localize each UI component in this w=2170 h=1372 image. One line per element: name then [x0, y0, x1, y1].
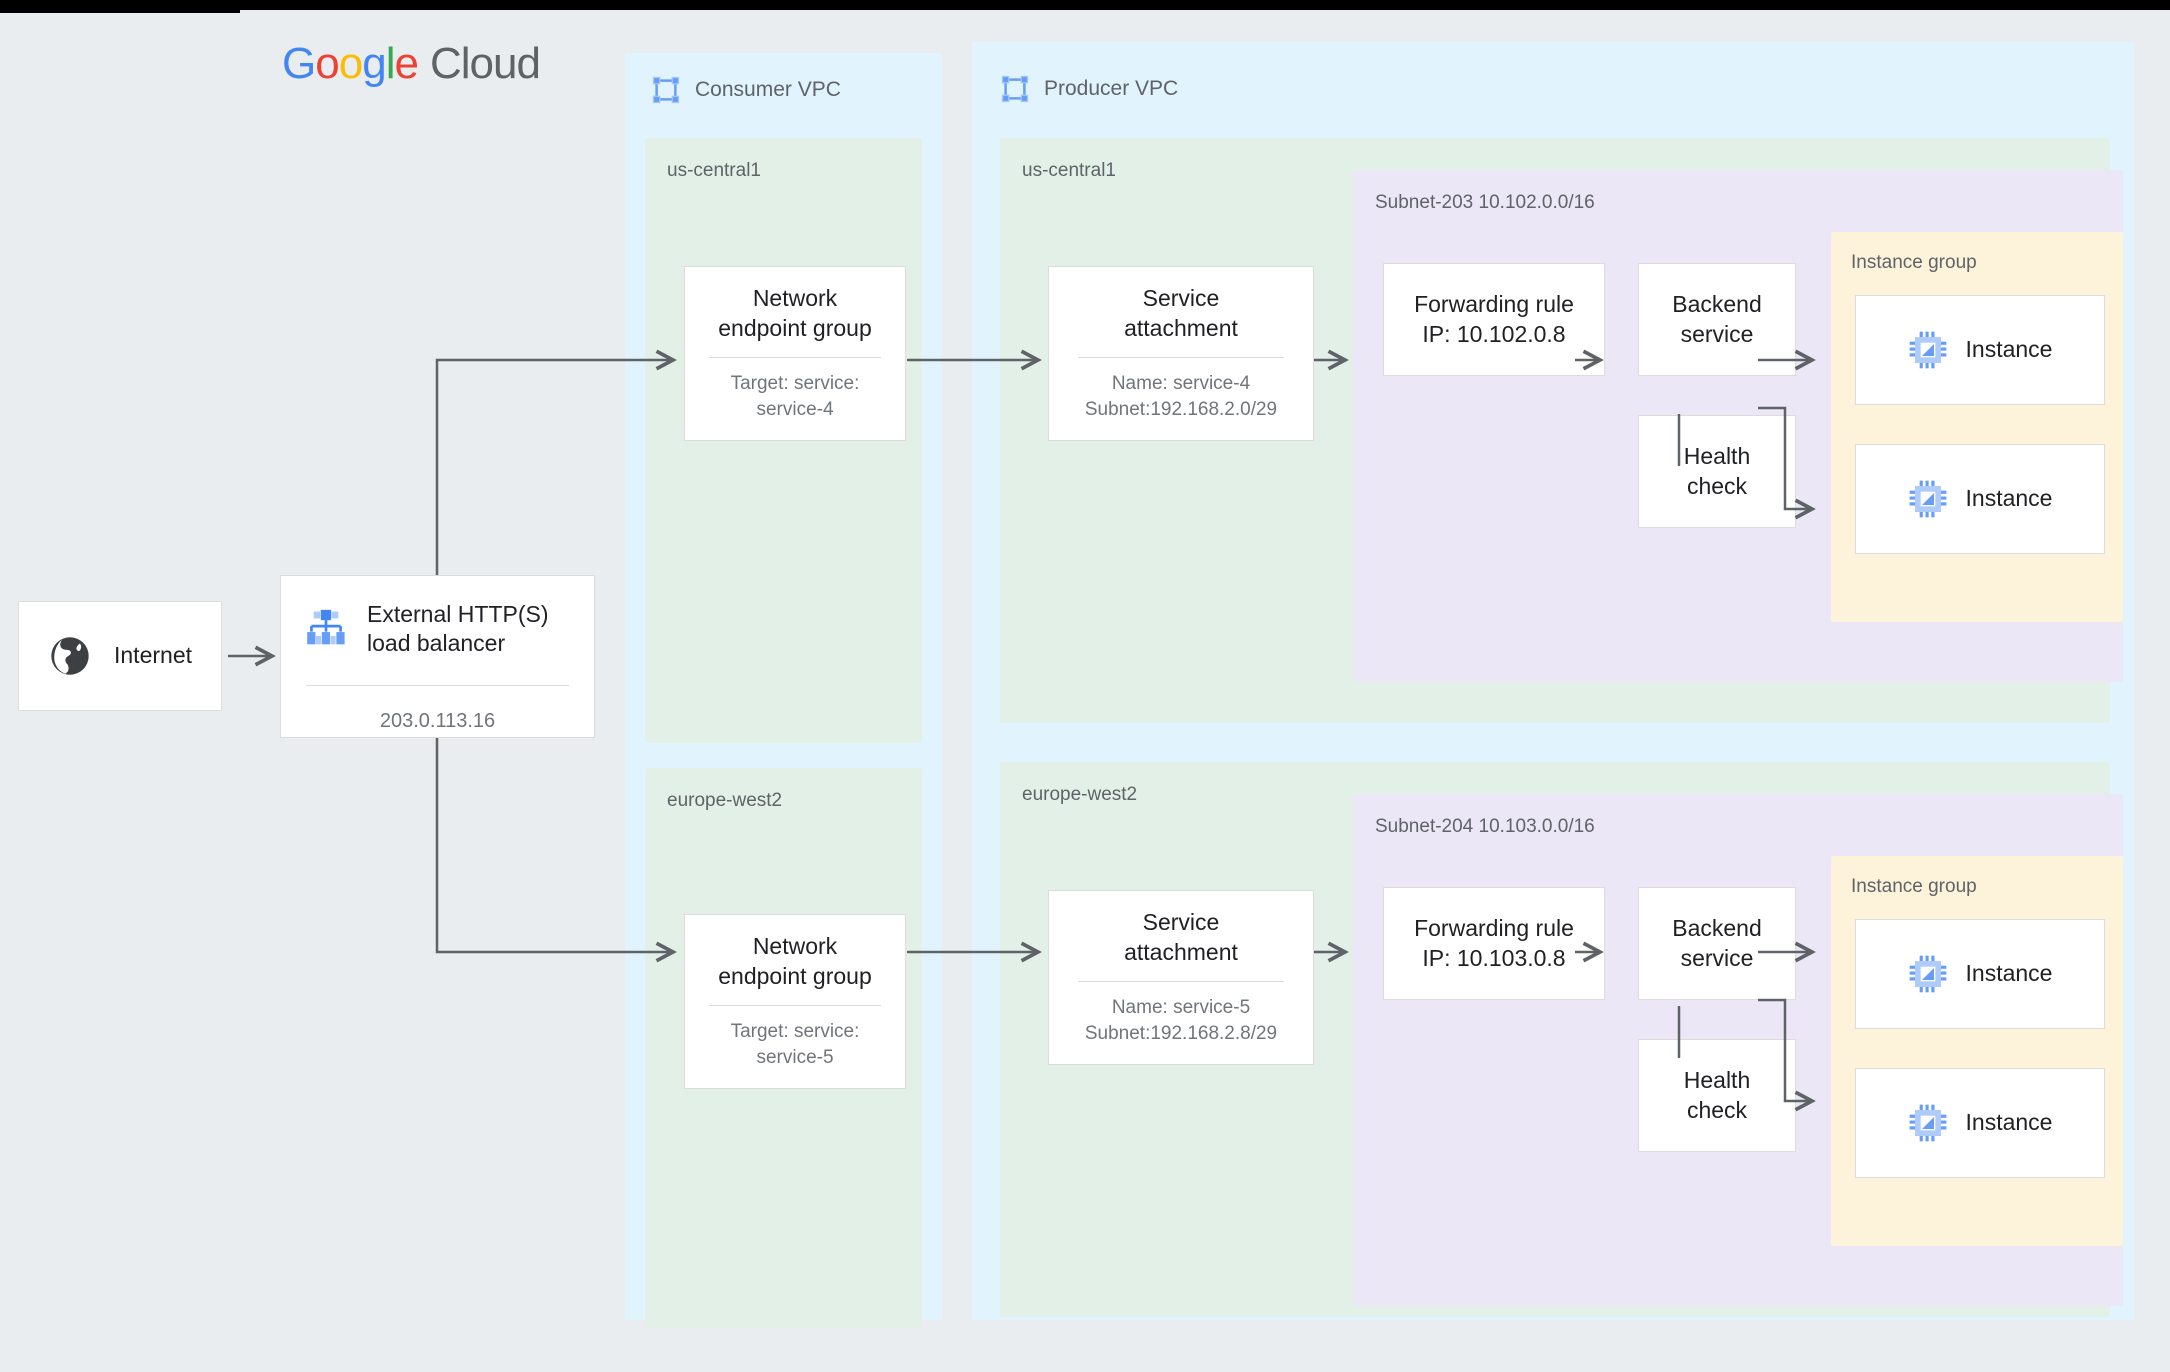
vpc-icon — [1001, 75, 1029, 103]
health-check-title-1: Health check — [1683, 1066, 1751, 1123]
consumer-vpc-title: Consumer VPC — [695, 78, 841, 101]
consumer-region-us-central1: us-central1 Network endpoint group Targe… — [645, 138, 922, 743]
internet-label: Internet — [114, 642, 192, 669]
neg-divider-1 — [709, 1005, 881, 1007]
forwarding-rule-title-1: Forwarding rule IP: 10.103.0.8 — [1414, 914, 1574, 971]
subnet-203-label: Subnet-203 10.102.0.0/16 — [1375, 192, 1595, 213]
service-attachment-title-0: Service attachment — [1124, 285, 1238, 342]
logo-letter-g: G — [282, 39, 316, 88]
instance-0-1[interactable]: Instance — [1855, 444, 2105, 554]
neg-title-1: Network endpoint group — [718, 933, 872, 990]
logo-letter-o2: o — [338, 39, 364, 88]
neg-subtitle-1: Target: service: service-5 — [730, 1021, 860, 1068]
consumer-region-label-1: europe-west2 — [667, 790, 783, 811]
consumer-region-label-0: us-central1 — [667, 160, 761, 181]
top-black-bar — [0, 0, 2170, 10]
lb-title: External HTTP(S) load balancer — [367, 601, 549, 657]
instance-group-subnet-203: Instance group Instance — [1831, 232, 2123, 622]
instance-label-1-0: Instance — [1965, 960, 2053, 987]
producer-region-label-0: us-central1 — [1022, 160, 1116, 181]
instance-label-0-1: Instance — [1965, 485, 2053, 512]
producer-region-europe-west2: europe-west2 Service attachment Name: se… — [1000, 762, 2123, 1317]
health-check-title-0: Health check — [1683, 442, 1751, 499]
instance-group-label-0: Instance group — [1851, 252, 1977, 273]
instance-chip-icon — [1909, 331, 1946, 369]
top-black-bar-left — [0, 0, 240, 13]
backend-service-title-0: Backend service — [1672, 290, 1762, 347]
vpc-icon — [652, 76, 680, 104]
neg-divider-0 — [709, 357, 881, 359]
instance-label-0-0: Instance — [1965, 336, 2053, 363]
instance-0-0[interactable]: Instance — [1855, 295, 2105, 405]
neg-title-0: Network endpoint group — [718, 285, 872, 342]
instance-chip-icon — [1909, 955, 1946, 993]
producer-vpc-header: Producer VPC — [1000, 74, 1178, 104]
health-check-subnet-204[interactable]: Health check — [1638, 1039, 1796, 1152]
network-endpoint-group-us-central1[interactable]: Network endpoint group Target: service: … — [684, 266, 906, 441]
instance-1-1[interactable]: Instance — [1855, 1068, 2105, 1178]
neg-subtitle-0: Target: service: service-4 — [730, 373, 860, 420]
load-balancer-icon — [307, 610, 345, 645]
forwarding-rule-title-0: Forwarding rule IP: 10.102.0.8 — [1414, 290, 1574, 347]
service-attachment-subtitle-0: Name: service-4 Subnet:192.168.2.0/29 — [1084, 373, 1278, 420]
external-http-load-balancer[interactable]: External HTTP(S) load balancer 203.0.113… — [280, 575, 595, 738]
logo-letter-g2: g — [362, 39, 387, 88]
producer-vpc-title: Producer VPC — [1044, 77, 1179, 100]
forwarding-rule-subnet-204[interactable]: Forwarding rule IP: 10.103.0.8 — [1383, 887, 1605, 1000]
lb-ip-address: 203.0.113.16 — [379, 709, 496, 732]
instance-label-1-1: Instance — [1965, 1109, 2053, 1136]
service-attachment-europe-west2[interactable]: Service attachment Name: service-5 Subne… — [1048, 890, 1314, 1065]
forwarding-rule-subnet-203[interactable]: Forwarding rule IP: 10.102.0.8 — [1383, 263, 1605, 376]
instance-group-subnet-204: Instance group Instance — [1831, 856, 2123, 1246]
logo-letter-l: l — [385, 39, 396, 88]
subnet-204-container: Subnet-204 10.103.0.0/16 Forwarding rule… — [1353, 794, 2123, 1306]
service-attachment-subtitle-1: Name: service-5 Subnet:192.168.2.8/29 — [1084, 997, 1278, 1044]
backend-service-subnet-204[interactable]: Backend service — [1638, 887, 1796, 1000]
producer-region-label-1: europe-west2 — [1022, 784, 1138, 805]
producer-region-us-central1: us-central1 Service attachment Name: ser… — [1000, 138, 2123, 723]
backend-service-title-1: Backend service — [1672, 914, 1762, 971]
instance-chip-icon — [1909, 1104, 1946, 1142]
globe-icon — [51, 637, 89, 675]
lb-divider — [306, 684, 569, 686]
subnet-204-label: Subnet-204 10.103.0.0/16 — [1375, 816, 1595, 837]
network-endpoint-group-europe-west2[interactable]: Network endpoint group Target: service: … — [684, 914, 906, 1089]
health-check-subnet-203[interactable]: Health check — [1638, 415, 1796, 528]
producer-vpc-container: Producer VPC us-central1 Service attachm… — [972, 42, 2134, 1320]
logo-word-cloud: Cloud — [429, 39, 541, 88]
instance-chip-icon — [1909, 480, 1946, 518]
service-attachment-divider-0 — [1078, 357, 1284, 359]
consumer-region-europe-west2: europe-west2 Network endpoint group Targ… — [645, 768, 922, 1328]
instance-group-label-1: Instance group — [1851, 876, 1977, 897]
service-attachment-us-central1[interactable]: Service attachment Name: service-4 Subne… — [1048, 266, 1314, 441]
service-attachment-divider-1 — [1078, 981, 1284, 983]
service-attachment-title-1: Service attachment — [1124, 909, 1238, 966]
lb-header: External HTTP(S) load balancer — [281, 600, 594, 659]
consumer-vpc-header: Consumer VPC — [651, 75, 841, 105]
logo-letter-e: e — [394, 39, 419, 88]
consumer-vpc-container: Consumer VPC us-central1 Network endpoin… — [625, 53, 942, 1328]
logo-letter-o1: o — [315, 39, 340, 88]
instance-1-0[interactable]: Instance — [1855, 919, 2105, 1029]
internet-node[interactable]: Internet — [18, 601, 222, 711]
backend-service-subnet-203[interactable]: Backend service — [1638, 263, 1796, 376]
subnet-203-container: Subnet-203 10.102.0.0/16 Forwarding rule… — [1353, 170, 2123, 682]
